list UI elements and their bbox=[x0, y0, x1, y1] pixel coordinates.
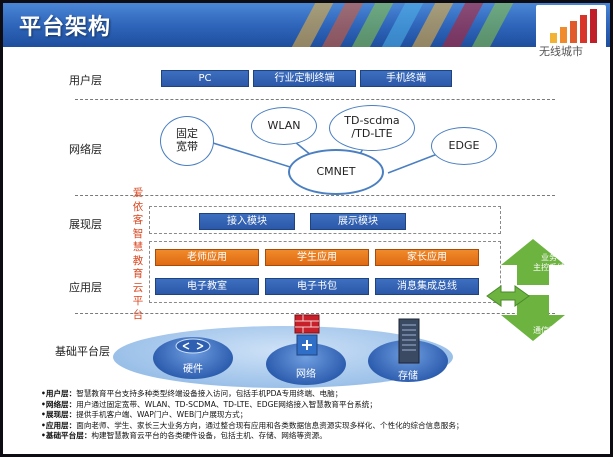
fixed-broadband-label: 固定 宽带 bbox=[176, 127, 198, 153]
note-item: •基础平台层：构建智慧教育云平台的各类硬件设备，包括主机、存储、网络等资源。 bbox=[41, 431, 610, 442]
fixed-broadband-cloud bbox=[160, 116, 214, 166]
note-text: 用户通过固定宽带、WLAN、TD-SCDMA、TD-LTE、EDGE网络接入智慧… bbox=[76, 399, 377, 409]
wlan-label: WLAN bbox=[267, 119, 301, 132]
divider bbox=[75, 313, 555, 314]
note-label: •展现层： bbox=[41, 410, 77, 420]
page-title: 平台架构 bbox=[19, 15, 112, 40]
note-label: •应用层： bbox=[41, 420, 77, 430]
note-item: •展现层：提供手机客户端、WAP门户、WEB门户展现方式； bbox=[41, 410, 610, 421]
note-text: 智慧教育平台支持多种类型终端设备接入访问，包括手机PDA专用终端、电脑； bbox=[76, 389, 343, 398]
application-layer-frame bbox=[149, 241, 501, 303]
edge-label: EDGE bbox=[448, 139, 480, 152]
display-item-access: 接入模块 bbox=[199, 213, 295, 230]
logo-text: 无线城市 bbox=[539, 45, 583, 58]
edge-cloud bbox=[431, 127, 497, 165]
logo-bar-icon bbox=[580, 15, 587, 43]
app-e-classroom: 电子教室 bbox=[155, 278, 259, 295]
right-label-business-control: 业务 主控系统 bbox=[533, 253, 565, 272]
logo-bar-icon bbox=[590, 9, 597, 43]
note-text: 面向老师、学生、家长三大业务方向，通过整合现有应用和各类数据信息资源实现多样化、… bbox=[76, 420, 464, 430]
note-text: 提供手机客户端、WAP门户、WEB门户展现方式； bbox=[76, 410, 248, 420]
layer-label-network: 网络层 bbox=[69, 143, 102, 156]
logo: 无线城市 bbox=[536, 5, 606, 63]
cmnet-cloud bbox=[288, 149, 384, 195]
app-e-schoolbag: 电子书包 bbox=[265, 278, 369, 295]
app-teacher: 老师应用 bbox=[155, 249, 259, 266]
header-banner: 平台架构 bbox=[3, 3, 610, 47]
divider bbox=[75, 99, 555, 100]
base-label-storage: 存储 bbox=[398, 371, 418, 382]
wlan-cloud bbox=[251, 107, 317, 145]
app-message-bus: 消息集成总线 bbox=[375, 278, 479, 295]
logo-bar-icon bbox=[570, 21, 577, 43]
app-parent: 家长应用 bbox=[375, 249, 479, 266]
layer-label-display: 展现层 bbox=[69, 218, 102, 231]
divider bbox=[75, 195, 555, 196]
logo-bar-icon bbox=[560, 27, 567, 43]
note-item: •用户层：智慧教育平台支持多种类型终端设备接入访问，包括手机PDA专用终端、电脑… bbox=[41, 389, 610, 400]
platform-name-vertical: 爱依客智慧教育云平台 bbox=[132, 187, 144, 321]
user-item-industry-terminal: 行业定制终端 bbox=[253, 70, 356, 87]
user-item-pc: PC bbox=[161, 70, 249, 87]
td-cloud bbox=[329, 105, 415, 151]
user-item-mobile: 手机终端 bbox=[360, 70, 452, 87]
layer-label-user: 用户层 bbox=[69, 74, 102, 87]
note-item: •网络层：用户通过固定宽带、WLAN、TD-SCDMA、TD-LTE、EDGE网… bbox=[41, 399, 610, 411]
display-item-show: 展示模块 bbox=[310, 213, 406, 230]
note-label: •基础平台层： bbox=[41, 431, 92, 441]
layer-label-base: 基础平台层 bbox=[55, 345, 110, 358]
app-student: 学生应用 bbox=[265, 249, 369, 266]
right-arrows bbox=[486, 239, 565, 341]
note-item: •应用层：面向老师、学生、家长三大业务方向，通过整合现有应用和各类数据信息资源实… bbox=[41, 420, 610, 432]
server-icon bbox=[398, 318, 420, 364]
base-label-hardware: 硬件 bbox=[183, 364, 203, 375]
firewall-icon bbox=[294, 314, 320, 356]
layer-label-application: 应用层 bbox=[69, 281, 102, 294]
note-label: •用户层： bbox=[41, 389, 77, 398]
note-text: 构建智慧教育云平台的各类硬件设备，包括主机、存储、网络等资源。 bbox=[91, 431, 327, 441]
right-label-gateway: 通信网关 bbox=[533, 326, 565, 335]
display-layer-frame bbox=[149, 206, 501, 234]
cmnet-label: CMNET bbox=[316, 165, 356, 178]
td-label: TD-scdma /TD-LTE bbox=[344, 114, 400, 140]
logo-bar-icon bbox=[550, 33, 557, 43]
router-icon bbox=[175, 338, 211, 354]
notes: •用户层：智慧教育平台支持多种类型终端设备接入访问，包括手机PDA专用终端、电脑… bbox=[41, 389, 610, 442]
base-label-network: 网络 bbox=[296, 369, 316, 380]
note-label: •网络层： bbox=[41, 399, 77, 409]
